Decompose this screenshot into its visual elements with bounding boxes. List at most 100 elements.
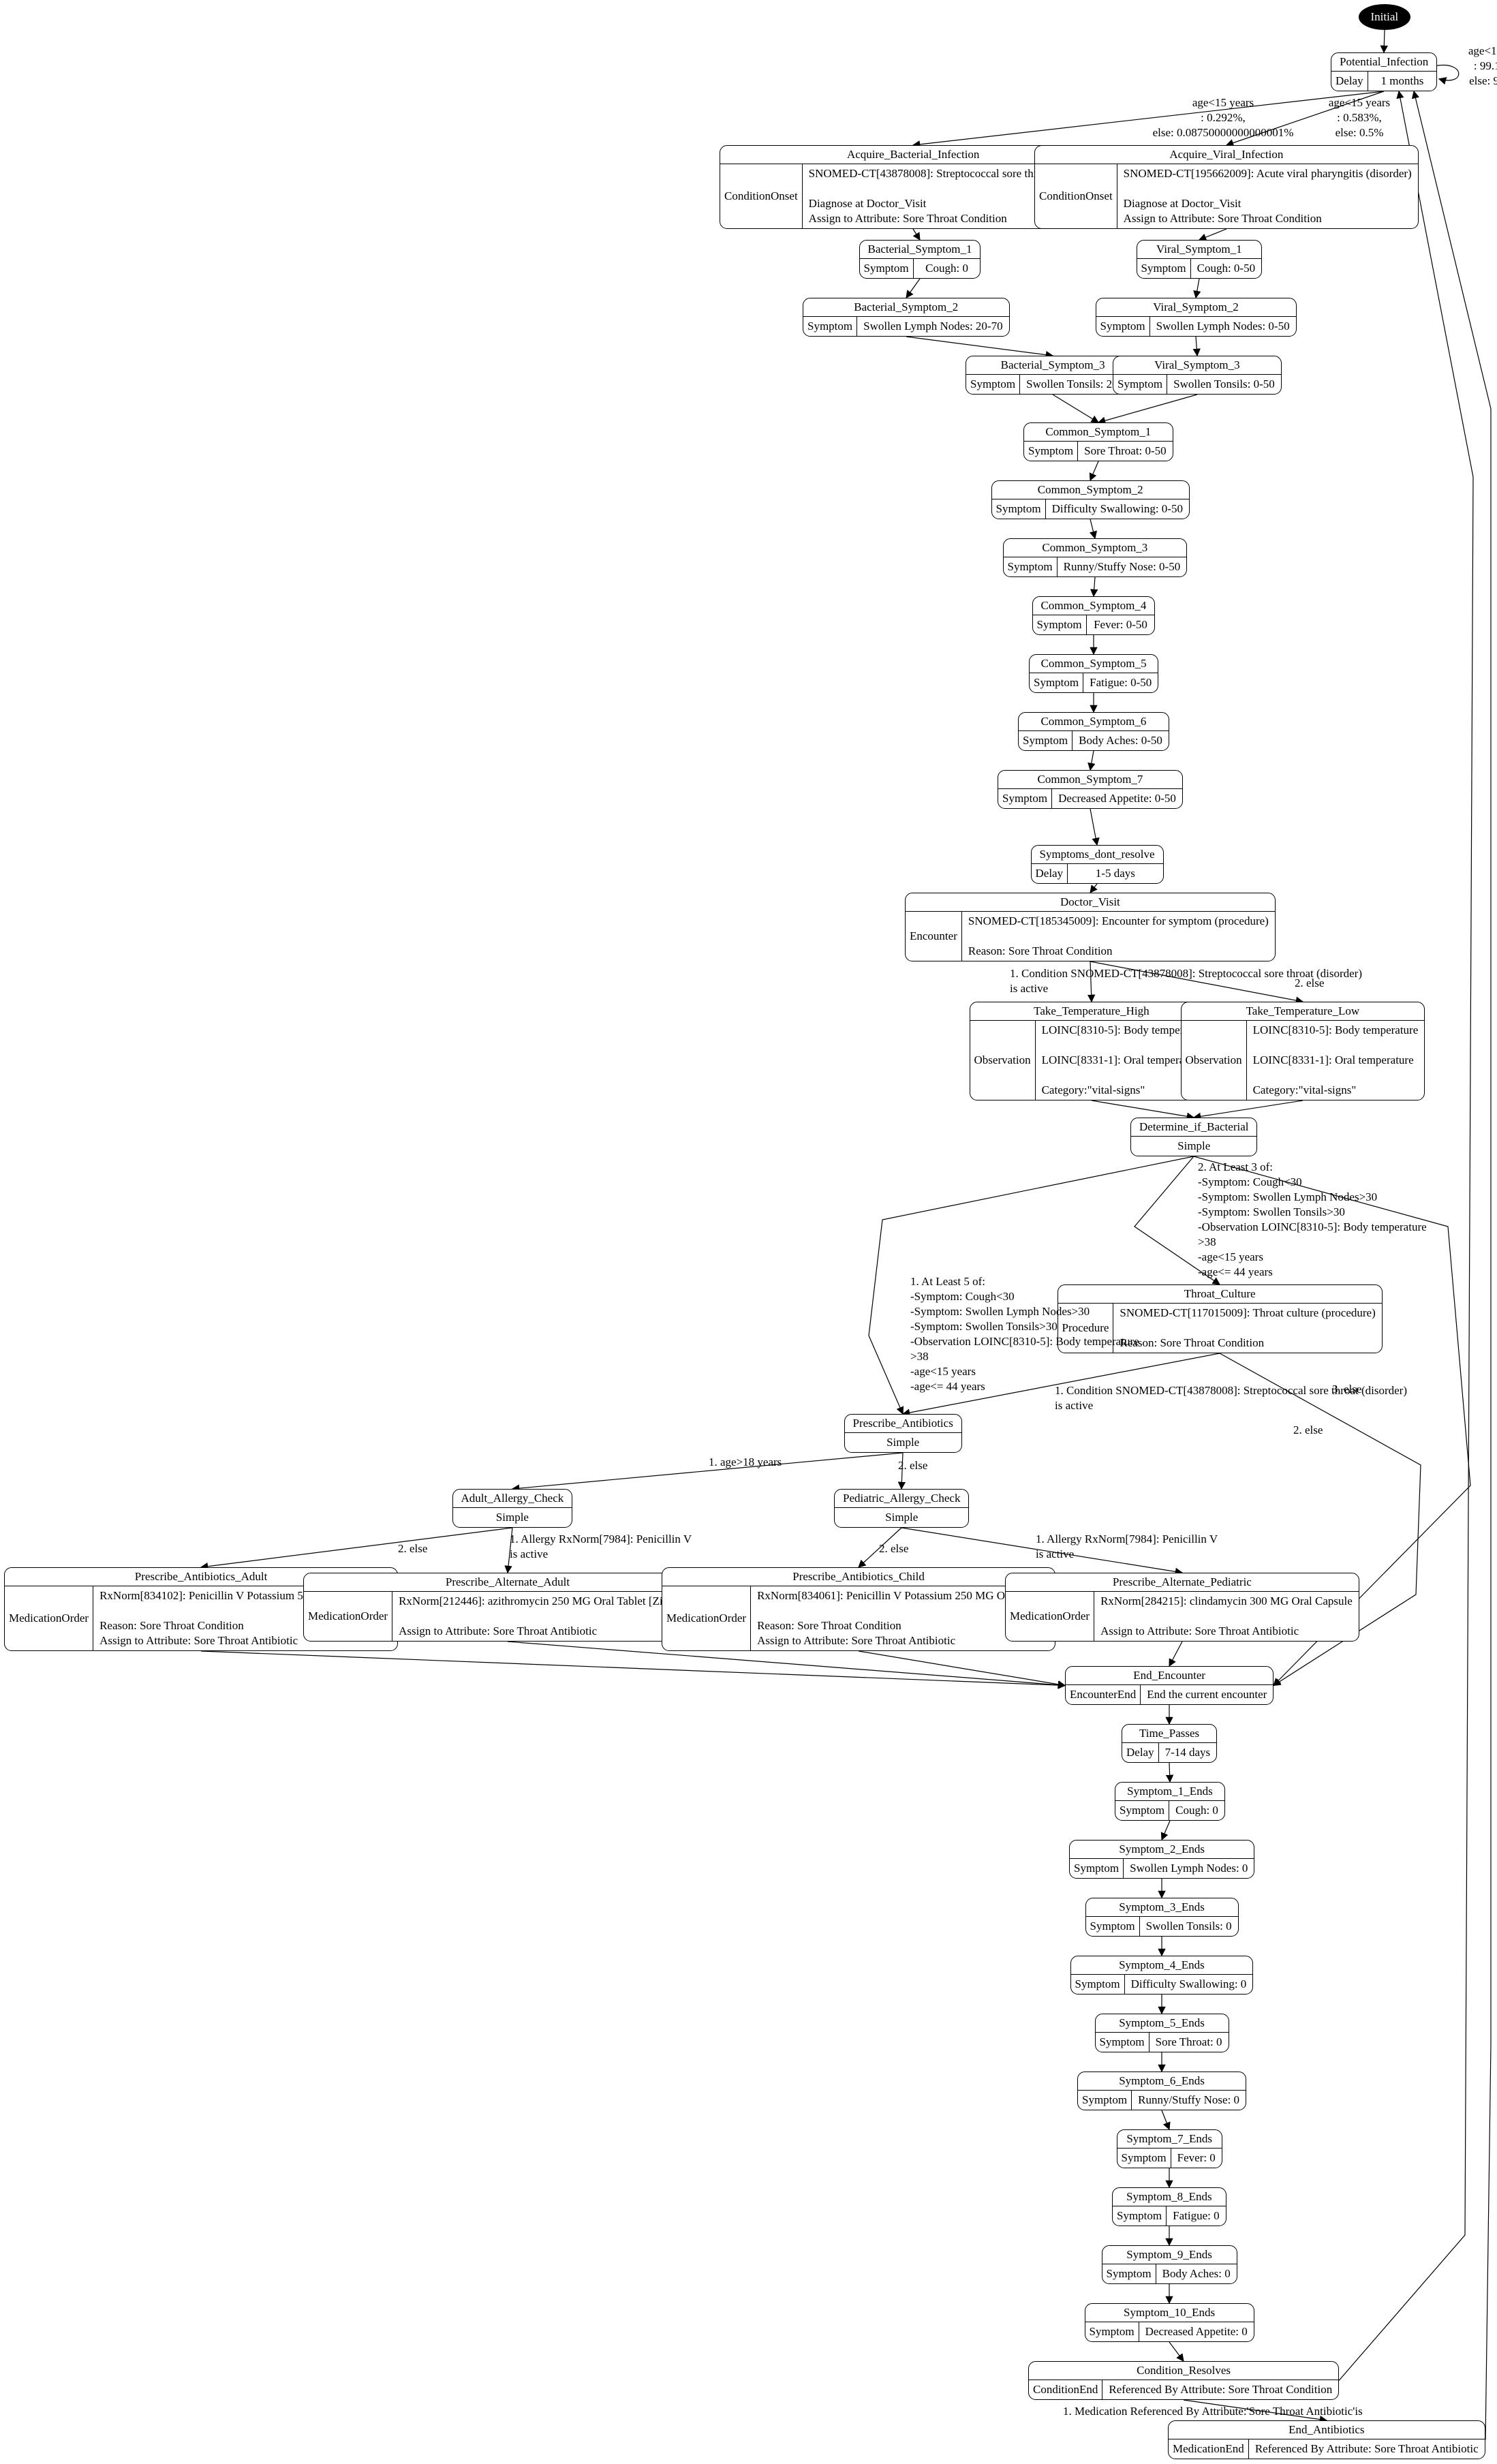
node-key: Symptom [1117, 2149, 1171, 2168]
node-value: 1-5 days [1095, 867, 1135, 880]
node-value: Swollen Lymph Nodes: 0 [1130, 1862, 1248, 1875]
node-value: Decreased Appetite: 0 [1145, 2325, 1248, 2338]
edge-doctor_visit-to-take_temperature_high [1087, 961, 1096, 1003]
node-key: Symptom [1096, 2033, 1149, 2052]
node-value: Fever: 0 [1177, 2151, 1216, 2164]
node-title: Common_Symptom_6 [1019, 713, 1169, 731]
node-title: Prescribe_Antibiotics [844, 1415, 961, 1433]
edge-label: 1. Condition SNOMED-CT[43878008]: Strept… [1055, 1384, 1407, 1412]
edge-symptom_1_ends-to-symptom_2_ends [1160, 1820, 1171, 1841]
node-title: Prescribe_Antibiotics_Child [662, 1568, 1055, 1586]
node-title: Bacterial_Symptom_1 [859, 241, 981, 259]
node-value: Swollen Tonsils: 0-50 [1173, 378, 1275, 390]
node-value: Cough: 0 [925, 262, 968, 275]
node-key: Symptom [1086, 1917, 1140, 1936]
edge-viral_symptom_2-to-viral_symptom_3 [1192, 336, 1201, 357]
edge-prescribe_alternate_pediatric-to-end_encounter [1169, 1641, 1183, 1667]
node-title: Viral_Symptom_1 [1137, 241, 1262, 259]
edge-symptoms_dont_resolve-to-doctor_visit [1090, 883, 1098, 893]
node-value: End the current encounter [1147, 1688, 1267, 1701]
edge-label: 3. else [1332, 1383, 1362, 1396]
node-key: Delay [1122, 1743, 1159, 1762]
edge-adult_allergy_check-to-prescribe_antibiotics_adult [200, 1527, 513, 1571]
node-title: Acquire_Viral_Infection [1035, 146, 1418, 164]
node-title: Common_Symptom_5 [1030, 655, 1158, 673]
node-key: Symptom [1137, 259, 1191, 278]
edge-determine_if_bacterial-to-prescribe_antibiotics [868, 1156, 1194, 1415]
node-key: Observation [970, 1021, 1036, 1100]
node-value: Sore Throat: 0-50 [1084, 444, 1167, 457]
node-value: Swollen Lymph Nodes: 20-70 [863, 320, 1003, 333]
node-key: ConditionEnd [1029, 2380, 1103, 2399]
node-key: Symptom [1004, 557, 1058, 576]
node-value: 7-14 days [1164, 1746, 1211, 1759]
node-body: Simple [1131, 1137, 1256, 1156]
node-value: SNOMED-CT[195662009]: Acute viral pharyn… [1123, 167, 1412, 225]
edge-label: 2. At Least 3 of: -Symptom: Cough<30 -Sy… [1198, 1160, 1427, 1278]
edge-adult_allergy_check-to-prescribe_alternate_adult [504, 1527, 513, 1574]
node-value: SNOMED-CT[185345009]: Encounter for symp… [968, 914, 1269, 957]
edge-label: 2. else [879, 1542, 909, 1555]
node-key: MedicationOrder [662, 1586, 752, 1650]
node-title: Bacterial_Symptom_3 [966, 356, 1140, 375]
edge-determine_if_bacterial-to-throat_culture [1134, 1156, 1220, 1285]
node-value: RxNorm[212446]: azithromycin 250 MG Oral… [399, 1595, 705, 1637]
node-key: Symptom [966, 375, 1021, 394]
node-value: Decreased Appetite: 0-50 [1058, 792, 1176, 805]
edge-doctor_visit-to-take_temperature_low [1090, 961, 1304, 1004]
edge-time_passes-to-symptom_1_ends [1165, 1762, 1174, 1783]
edge-initial-to-potential_infection [1380, 29, 1389, 54]
node-key: Symptom [1030, 673, 1084, 692]
edge-symptom_6_ends-to-symptom_7_ends [1161, 2110, 1171, 2131]
node-title: Symptom_4_Ends [1070, 1956, 1253, 1975]
node-value: Cough: 0 [1175, 1804, 1218, 1817]
node-value: 1 months [1380, 74, 1424, 87]
node-value: RxNorm[834061]: Penicillin V Potassium 2… [757, 1589, 1049, 1647]
node-body: Simple [453, 1508, 572, 1527]
node-title: Common_Symptom_7 [998, 771, 1182, 789]
edge-acquire_bacterial_infection-to-bacterial_symptom_1 [912, 228, 921, 241]
node-key: Symptom [1078, 2091, 1132, 2110]
node-body: ConditionEnd Referenced By Attribute: Sor… [1029, 2380, 1338, 2399]
node-initial: Initial [1358, 4, 1411, 30]
node-key: Symptom [1070, 1859, 1124, 1878]
edge-condition_resolves-to-potential_infection [1338, 90, 1474, 2381]
edge-symptom_10_ends-to-condition_resolves [1169, 2341, 1184, 2362]
node-key: Delay [1331, 72, 1368, 91]
node-value: Referenced By Attribute: Sore Throat Con… [1109, 2383, 1333, 2396]
node-title: Symptom_9_Ends [1102, 2246, 1237, 2264]
node-title: Take_Temperature_Low [1181, 1002, 1425, 1021]
edge-take_temperature_low-to-determine_if_bacterial [1192, 1100, 1303, 1121]
node-key: Symptom [1033, 615, 1087, 634]
edge-common_symptom_2-to-common_symptom_3 [1089, 519, 1098, 540]
node-key: Symptom [1113, 2206, 1167, 2226]
edge-prescribe_antibiotics_adult-to-end_encounter [200, 1650, 1066, 1689]
node-title: Symptom_3_Ends [1085, 1898, 1238, 1917]
node-body: Simple [845, 1433, 961, 1452]
